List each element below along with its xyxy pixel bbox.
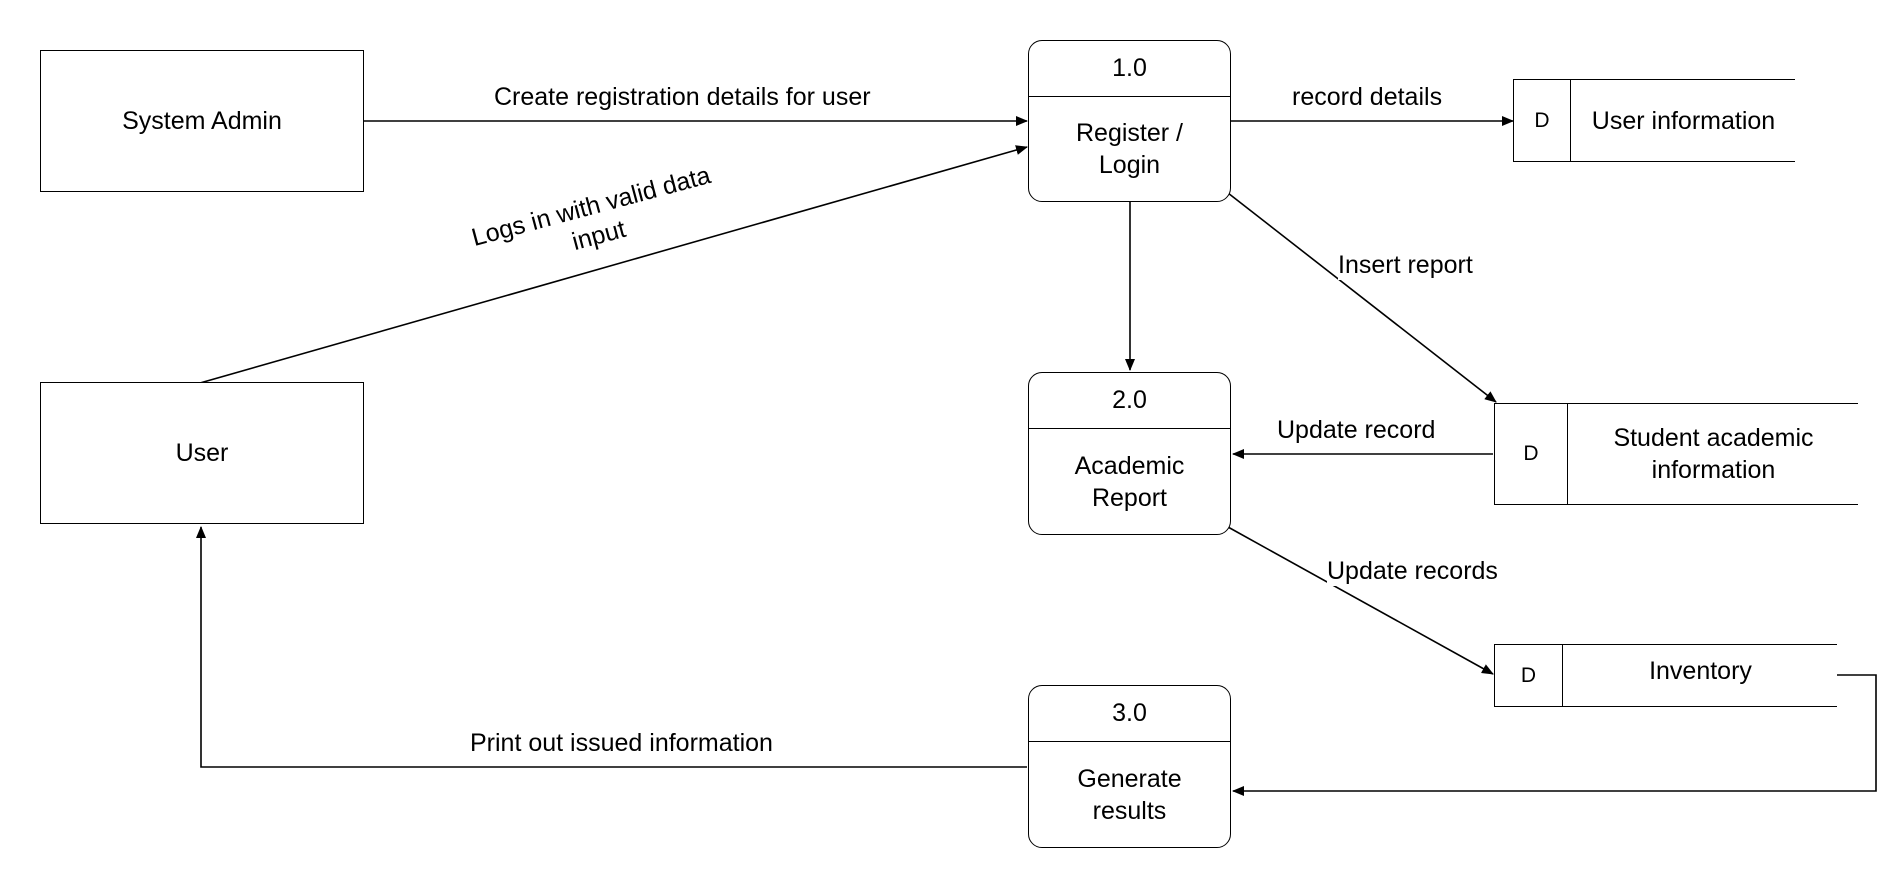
- process-name: Academic Report: [1074, 451, 1185, 512]
- flow-print-out-line: [196, 526, 1027, 768]
- entity-label: System Admin: [122, 106, 282, 135]
- external-entity-system-admin: System Admin: [40, 50, 364, 192]
- flow-label-update-records: Update records: [1327, 556, 1498, 586]
- process-register-login: 1.0 Register / Login: [1028, 40, 1231, 202]
- data-store-id: D: [1495, 645, 1563, 706]
- data-store-id: D: [1514, 80, 1571, 161]
- flow-logs-in-line: [199, 145, 1028, 384]
- process-name: Generate results: [1077, 764, 1182, 825]
- external-entity-user: User: [40, 382, 364, 524]
- process-academic-report: 2.0 Academic Report: [1028, 372, 1231, 535]
- data-store-inventory: D Inventory: [1494, 644, 1837, 707]
- data-store-id: D: [1495, 404, 1568, 504]
- flow-label-create-registration: Create registration details for user: [494, 82, 871, 112]
- flow-label-update-record: Update record: [1277, 415, 1436, 445]
- flow-update-records-line: [1227, 526, 1494, 675]
- flow-inventory-to-results-line: [1232, 674, 1877, 796]
- data-store-student-academic-information: D Student academic information: [1494, 403, 1858, 505]
- data-store-name: User information: [1591, 106, 1776, 135]
- data-store-name: Inventory: [1649, 657, 1752, 685]
- flow-label-print-out: Print out issued information: [470, 728, 773, 758]
- flow-label-record-details: record details: [1292, 82, 1443, 112]
- process-id: 3.0: [1029, 686, 1230, 742]
- process-name: Register / Login: [1076, 119, 1183, 179]
- data-store-user-information: D User information: [1513, 79, 1795, 162]
- process-id: 2.0: [1029, 373, 1230, 429]
- flow-label-insert-report: Insert report: [1338, 250, 1473, 280]
- process-generate-results: 3.0 Generate results: [1028, 685, 1231, 848]
- data-store-name: Student academic information: [1613, 424, 1814, 484]
- process-id: 1.0: [1029, 41, 1230, 97]
- entity-label: User: [175, 438, 229, 467]
- flow-insert-report-line: [1227, 192, 1497, 403]
